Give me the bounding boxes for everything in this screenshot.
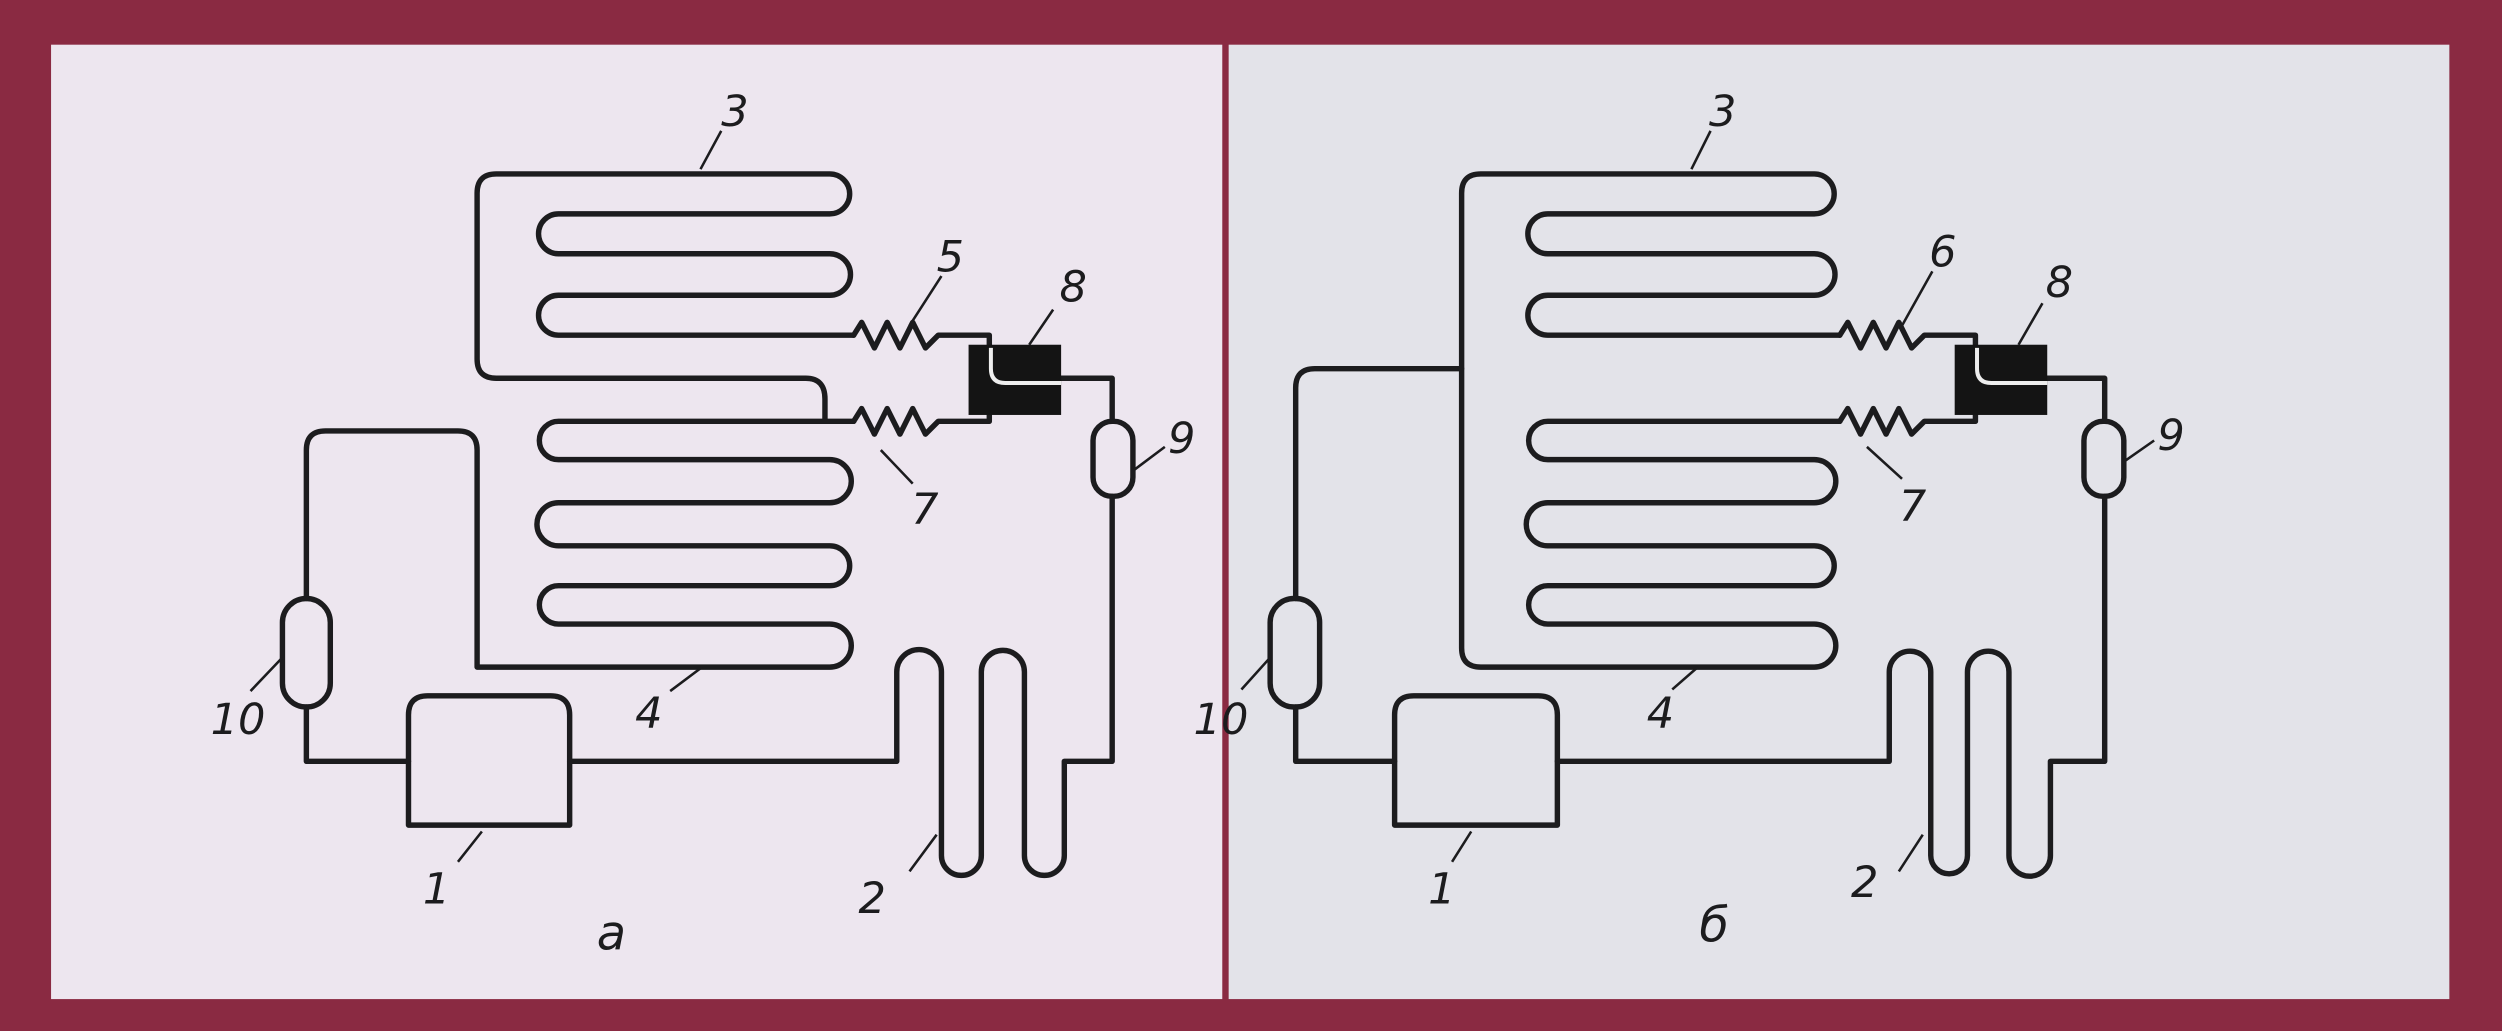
- capillary-upper-resistor: [1837, 319, 1979, 351]
- capillary-upper-resistor: [850, 319, 993, 351]
- label-6: 6: [1929, 228, 1956, 278]
- capillary-lower-resistor: [850, 405, 993, 437]
- compressor-icon: [1391, 693, 1561, 828]
- condenser-coil: [566, 493, 1115, 879]
- valve-channel: [1975, 347, 2048, 386]
- panel-a-background: [51, 44, 1223, 1000]
- leader-lines: [249, 130, 1166, 873]
- panel-b-caption: б: [1699, 899, 1729, 954]
- evaporator-upper-coil: [474, 171, 857, 425]
- liquid-line: [2044, 375, 2108, 425]
- suction-line: [303, 704, 412, 764]
- label-10: 10: [211, 695, 266, 745]
- label-9: 9: [2157, 411, 2184, 461]
- valve-block-icon: [1954, 344, 2048, 415]
- suction-line: [1292, 365, 1465, 602]
- panel-b: 3 6 8 7 9 10 4 1 2 б: [1194, 44, 2450, 1000]
- valve-channel: [988, 347, 1062, 386]
- label-2: 2: [1851, 858, 1878, 908]
- leader-lines: [1240, 130, 2155, 873]
- compressor-icon: [405, 693, 573, 828]
- label-4: 4: [1647, 689, 1674, 739]
- panel-a: 3 5 8 7 9 10 4 1 2 а: [51, 44, 1223, 1000]
- label-10: 10: [1194, 695, 1249, 745]
- condenser-coil: [1554, 493, 2108, 879]
- label-3: 3: [721, 87, 748, 137]
- label-7: 7: [1899, 481, 1927, 531]
- panel-b-background: [1228, 44, 2450, 1000]
- label-9: 9: [1168, 414, 1195, 464]
- label-7: 7: [911, 484, 939, 534]
- label-8: 8: [2046, 258, 2073, 308]
- liquid-line: [1058, 375, 1115, 425]
- label-2: 2: [858, 874, 885, 924]
- label-8: 8: [1060, 263, 1087, 313]
- evaporator-lower-coil: [303, 418, 857, 670]
- capillary-lower-resistor: [1837, 405, 1979, 437]
- label-1: 1: [423, 864, 450, 914]
- suction-line-lower: [1292, 704, 1398, 764]
- label-5: 5: [937, 232, 964, 282]
- valve-block-icon: [968, 344, 1062, 415]
- panel-a-caption: а: [597, 907, 626, 962]
- evaporator-upper-coil: [1458, 171, 1843, 670]
- label-1: 1: [1428, 864, 1455, 914]
- label-4: 4: [635, 689, 662, 739]
- label-3: 3: [1709, 87, 1736, 137]
